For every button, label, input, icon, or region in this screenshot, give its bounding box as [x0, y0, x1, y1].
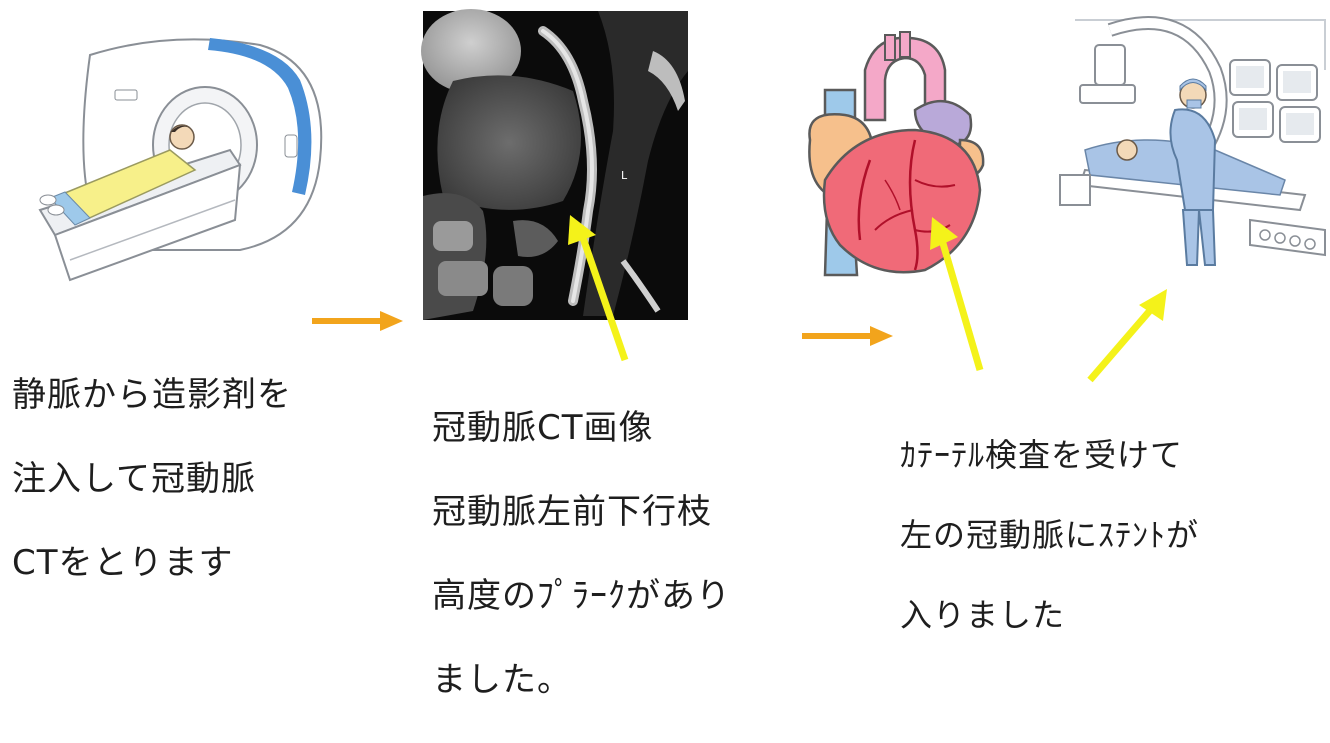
caption-line: 冠動脈左前下行枝	[432, 491, 731, 533]
caption-line: 高度のﾌﾟﾗｰｸがあり	[432, 575, 731, 617]
caption-line: CTをとります	[12, 542, 292, 584]
cath-lab-illustration	[1055, 10, 1330, 270]
caption-line: 左の冠動脈にｽﾃﾝﾄが	[900, 515, 1199, 555]
caption-line: ｶﾃｰﾃﾙ検査を受けて	[900, 435, 1199, 475]
ct-scanner-illustration	[30, 20, 330, 295]
ct-angiogram-image: L	[423, 11, 688, 320]
caption-catheter: ｶﾃｰﾃﾙ検査を受けて 左の冠動脈にｽﾃﾝﾄが 入りました	[900, 395, 1199, 675]
pointer-arrow-cathlab	[1085, 285, 1175, 385]
pointer-arrow-heart	[920, 205, 1000, 375]
caption-line: 冠動脈CT画像	[432, 407, 731, 449]
caption-line: 入りました	[900, 595, 1199, 635]
ct-side-marker: L	[621, 169, 628, 182]
caption-line: 注入して冠動脈	[12, 458, 292, 500]
caption-line: ました。	[432, 659, 731, 701]
flow-arrow-2	[800, 323, 895, 349]
caption-line: 静脈から造影剤を	[12, 374, 292, 416]
pointer-arrow-ct	[560, 205, 640, 365]
flow-arrow-1	[310, 308, 405, 334]
caption-ct-image: 冠動脈CT画像 冠動脈左前下行枝 高度のﾌﾟﾗｰｸがあり ました。	[432, 365, 731, 743]
caption-ct-scan: 静脈から造影剤を 注入して冠動脈 CTをとります	[12, 332, 292, 626]
